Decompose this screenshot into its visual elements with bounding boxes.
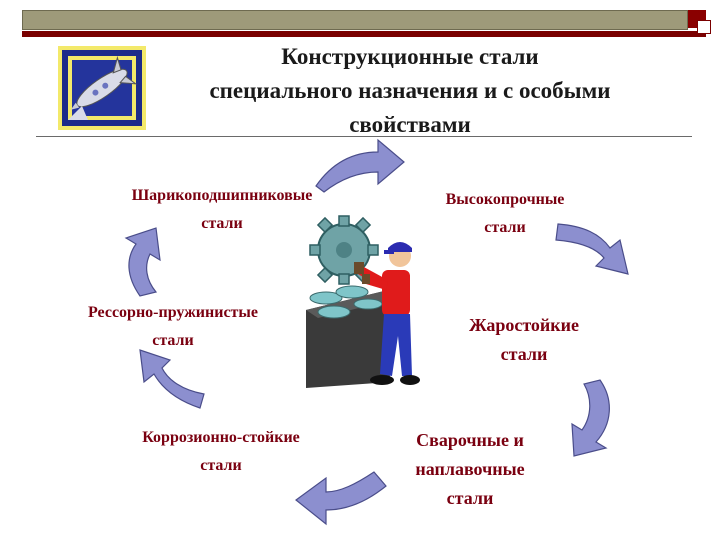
title-line-3: свойствами: [349, 112, 471, 137]
arrow-top: [315, 138, 405, 193]
label-line: стали: [446, 488, 494, 508]
label-line: стали: [200, 457, 242, 474]
label-line: Высокопрочные: [445, 191, 565, 208]
label-high-strength-steel: Высокопрочные стали: [410, 186, 600, 242]
label-welding-steel: Сварочные и наплавочные стали: [380, 426, 560, 513]
label-line: стали: [152, 332, 194, 349]
label-heat-resistant-steel: Жаростойкие стали: [434, 311, 614, 369]
label-line: наплавочные: [415, 459, 525, 479]
header-bar: [22, 10, 688, 30]
slide-title: Конструкционные стали специального назна…: [150, 40, 670, 142]
label-line: Шарикоподшипниковые: [131, 187, 313, 204]
label-line: Жаростойкие: [468, 315, 580, 335]
arrow-right-upper: [555, 223, 629, 275]
title-line-1: Конструкционные стали: [281, 44, 539, 69]
rocket-logo-icon: [58, 46, 146, 130]
label-corrosion-resistant-steel: Коррозионно-стойкие стали: [96, 424, 346, 480]
label-line: Сварочные и: [416, 430, 524, 450]
header-accent-line: [22, 31, 706, 37]
arrow-left-lower: [139, 349, 205, 409]
header-corner-outline: [697, 20, 711, 34]
arrow-bottom: [295, 471, 387, 526]
arrow-right-lower: [571, 379, 610, 457]
label-ball-bearing-steel: Шарикоподшипниковые стали: [82, 182, 362, 238]
label-spring-steel: Рессорно-пружинистые стали: [48, 299, 298, 355]
title-line-2: специального назначения и с особыми: [209, 78, 611, 103]
worker-with-gear-illustration: [306, 215, 420, 388]
label-line: Коррозионно-стойкие: [142, 429, 300, 446]
label-line: стали: [484, 219, 526, 236]
title-divider: [36, 136, 692, 137]
label-line: стали: [500, 344, 548, 364]
label-line: Рессорно-пружинистые: [87, 304, 258, 321]
label-line: стали: [201, 215, 243, 232]
arrow-left-upper: [124, 227, 161, 297]
